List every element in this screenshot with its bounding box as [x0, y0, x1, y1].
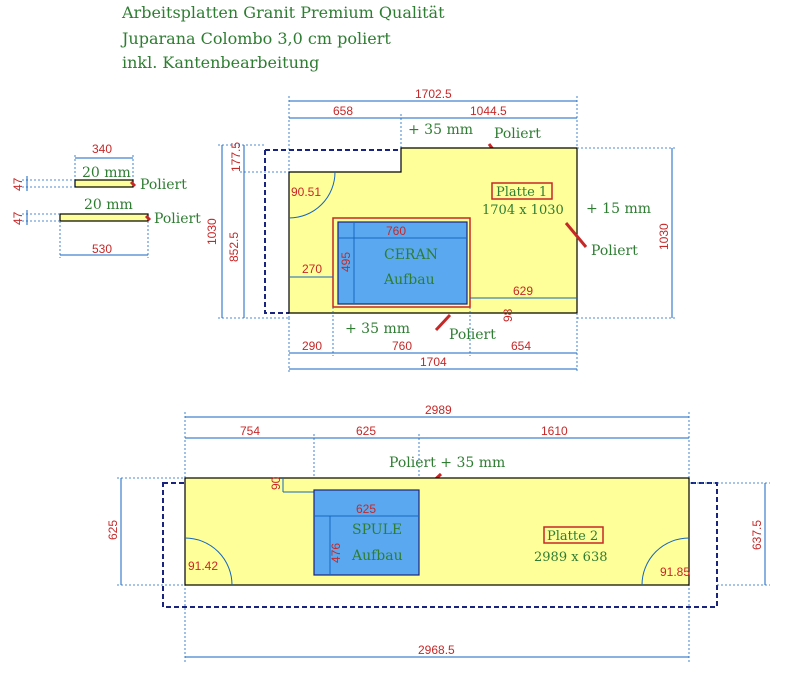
plate-2-dim-offset: 90	[269, 476, 283, 490]
plate-2-corner-arc-left	[184, 537, 233, 586]
spule-cutout-width: 625	[356, 502, 376, 516]
strip-1: 340 20 mm 47 Poliert	[11, 142, 187, 193]
strip-1-height: 47	[11, 177, 25, 191]
plate-2-dim-seg1: 754	[240, 424, 260, 438]
plate-1-note-top: + 35 mm	[408, 122, 473, 138]
ceran-cutout-type: Aufbau	[383, 272, 435, 288]
header-edge-processing: inkl. Kantenbearbeitung	[122, 53, 319, 72]
spule-cutout-height: 476	[329, 543, 343, 563]
plate-2-radius-left: 91.42	[188, 559, 218, 573]
plate-1-edge-right: Poliert	[591, 243, 638, 259]
spule-cutout	[313, 489, 420, 576]
plate-1-dim-step: 177.5	[229, 142, 243, 172]
plate-2-dim-right-height: 637.5	[750, 520, 764, 550]
strip-2-thickness: 20 mm	[84, 197, 133, 213]
plate-1: 1702.5 658 1044.5 + 35 mm Poliert 90.51 …	[205, 87, 677, 372]
plate-1-name: Platte 1	[496, 185, 547, 200]
plate-2-size: 2989 x 638	[534, 550, 608, 565]
plate-2-corner-arc-right	[641, 537, 690, 586]
ceran-cutout-height: 495	[339, 252, 353, 272]
plate-2-dim-bottom-total: 2968.5	[418, 643, 455, 657]
ceran-dim-bottom: 98	[501, 308, 515, 322]
spule-cutout-name: SPULE	[352, 522, 402, 538]
plate-2-dim-left-height: 625	[106, 520, 120, 540]
ceran-cutout-name: CERAN	[384, 247, 438, 263]
plate-1-corner-radius: 90.51	[291, 185, 321, 199]
strip-2-piece	[59, 213, 149, 222]
plate-1-dim-right-top: 1044.5	[470, 104, 507, 118]
header-title: Arbeitsplatten Granit Premium Qualität	[121, 3, 445, 22]
ceran-dim-right: 629	[513, 284, 533, 298]
plate-2: 2989 754 625 1610 Poliert + 35 mm 90 625…	[106, 403, 770, 662]
plate-2-dim-total-top: 2989	[425, 403, 452, 417]
plate-1-dim-bottom-right: 654	[511, 339, 531, 353]
plate-1-dim-left-top: 658	[333, 104, 353, 118]
ceran-cutout-width: 760	[386, 224, 406, 238]
header-material: Juparana Colombo 3,0 cm poliert	[120, 29, 391, 48]
spule-cutout-type: Aufbau	[351, 548, 403, 564]
plate-1-note-right: + 15 mm	[586, 201, 651, 217]
plate-1-dim-total-top: 1702.5	[415, 87, 452, 101]
plate-1-corner-arc	[288, 171, 336, 219]
plate-1-dim-bottom-mid: 760	[392, 339, 412, 353]
strip-2-polish-mark	[144, 214, 152, 222]
strip-2-height: 47	[11, 211, 25, 225]
plate-1-dim-right-height: 1030	[657, 223, 671, 250]
plate-1-size: 1704 x 1030	[482, 203, 564, 218]
plate-1-dim-left-height: 852.5	[227, 232, 241, 262]
strip-2: 20 mm 47 Poliert 530	[11, 197, 201, 258]
ceran-cutout	[337, 221, 468, 305]
plate-1-edge-top: Poliert	[494, 126, 541, 142]
plate-1-dim-bottom-total: 1704	[420, 355, 447, 369]
strip-1-edge: Poliert	[140, 177, 187, 193]
plate-1-dim-bottom-left: 290	[302, 339, 322, 353]
plate-1-edge-bottom: Poliert	[449, 327, 496, 343]
strip-2-edge: Poliert	[154, 211, 201, 227]
plate-1-note-bottom: + 35 mm	[345, 321, 410, 337]
plate-1-polish-mark-right	[564, 222, 588, 248]
plate-2-dim-seg2: 625	[356, 424, 376, 438]
strip-1-polish-mark	[129, 180, 137, 188]
strip-2-width: 530	[92, 242, 112, 256]
plate-2-dim-seg3: 1610	[541, 424, 568, 438]
plate-2-note-top: Poliert + 35 mm	[389, 455, 505, 471]
strip-1-width: 340	[92, 142, 112, 156]
strip-1-thickness: 20 mm	[82, 165, 131, 181]
plate-2-radius-right: 91.85	[660, 565, 690, 579]
plate-1-dim-outer-height: 1030	[205, 218, 219, 245]
strip-1-piece	[74, 179, 134, 188]
plate-2-slab	[184, 477, 690, 586]
plate-1-polish-mark-bottom	[434, 313, 452, 332]
plate-2-name: Platte 2	[547, 529, 598, 544]
ceran-dim-left: 270	[302, 262, 322, 276]
